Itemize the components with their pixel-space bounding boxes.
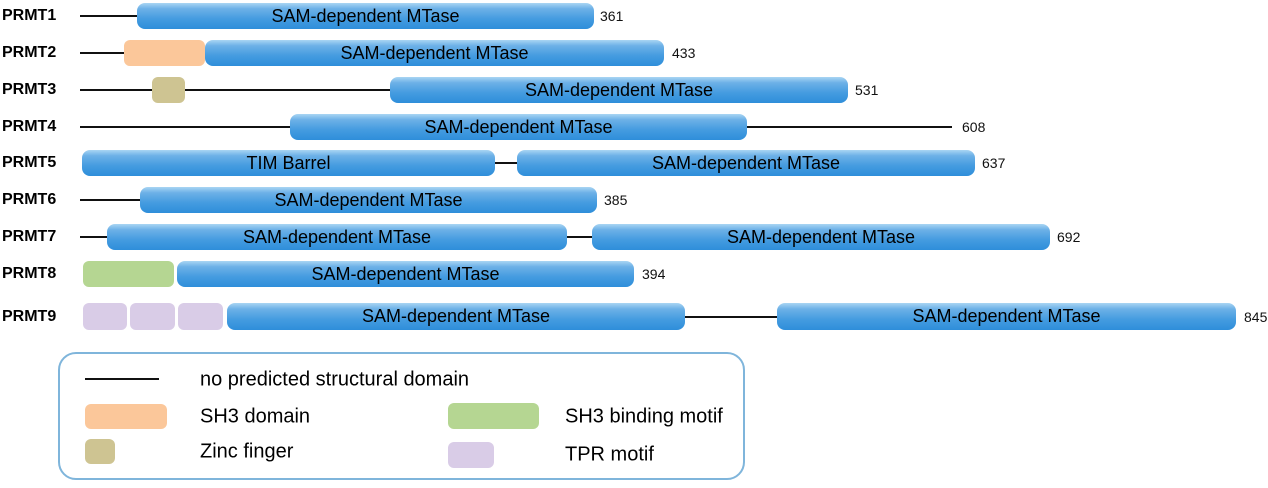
protein-label: PRMT6 <box>2 191 57 208</box>
domain-box-mtase: SAM-dependent MTase <box>205 40 664 66</box>
legend-sh3-binding-swatch <box>448 403 539 429</box>
legend-zinc-swatch <box>85 439 115 464</box>
linker-line <box>567 236 592 238</box>
domain-box-sh3-binding <box>83 261 174 287</box>
protein-label: PRMT7 <box>2 228 57 245</box>
linker-line <box>685 315 777 318</box>
legend-label-zinc: Zinc finger <box>200 440 294 463</box>
legend-tpr-swatch <box>448 442 494 468</box>
protein-label: PRMT1 <box>2 7 57 24</box>
domain-label: SAM-dependent MTase <box>271 5 460 26</box>
residue-count: 433 <box>672 45 696 61</box>
protein-label: PRMT5 <box>2 154 57 171</box>
domain-box-mtase: SAM-dependent MTase <box>592 224 1050 250</box>
linker-line <box>80 89 152 91</box>
protein-row-prmt4: PRMT4 SAM-dependent MTase 608 <box>0 114 1268 140</box>
domain-label: SAM-dependent MTase <box>242 226 432 247</box>
linker-line <box>185 89 390 91</box>
legend-box: no predicted structural domain SH3 domai… <box>58 352 745 480</box>
protein-row-prmt7: PRMT7 SAM-dependent MTase SAM-dependent … <box>0 224 1268 250</box>
domain-box-mtase: SAM-dependent MTase <box>290 114 747 140</box>
protein-label: PRMT2 <box>2 44 57 61</box>
residue-count: 361 <box>600 8 624 24</box>
domain-label: SAM-dependent MTase <box>651 152 841 173</box>
residue-count: 845 <box>1244 308 1268 325</box>
linker-line <box>80 15 137 17</box>
domain-box-tim-barrel: TIM Barrel <box>82 150 495 176</box>
domain-box-mtase: SAM-dependent MTase <box>517 150 975 176</box>
protein-row-prmt9: PRMT9 SAM-dependent MTase SAM-dependent … <box>0 303 1268 330</box>
legend-label-tpr: TPR motif <box>565 443 654 466</box>
residue-count: 637 <box>982 155 1006 171</box>
domain-box-mtase: SAM-dependent MTase <box>137 3 594 29</box>
protein-row-prmt1: PRMT1 SAM-dependent MTase 361 <box>0 3 1268 29</box>
domain-box-mtase: SAM-dependent MTase <box>107 224 567 250</box>
domain-label: SAM-dependent MTase <box>912 306 1101 326</box>
protein-row-prmt3: PRMT3 SAM-dependent MTase 531 <box>0 77 1268 103</box>
protein-row-prmt5: PRMT5 TIM Barrel SAM-dependent MTase 637 <box>0 150 1268 176</box>
residue-count: 531 <box>855 82 879 98</box>
domain-box-tpr <box>130 303 175 330</box>
domain-label: SAM-dependent MTase <box>274 189 463 210</box>
linker-line <box>80 126 290 128</box>
residue-count: 692 <box>1057 229 1081 245</box>
linker-line <box>495 162 517 164</box>
protein-label: PRMT8 <box>2 265 57 282</box>
linker-line <box>80 236 107 238</box>
linker-line <box>80 199 140 201</box>
legend-sh3-swatch <box>85 404 167 429</box>
legend-label-sh3: SH3 domain <box>200 405 311 428</box>
domain-box-mtase: SAM-dependent MTase <box>140 187 597 213</box>
domain-label: SAM-dependent MTase <box>340 42 529 63</box>
legend-label-no-domain: no predicted structural domain <box>200 368 470 391</box>
domain-box-tpr <box>83 303 127 330</box>
domain-label: TIM Barrel <box>246 152 331 173</box>
domain-box-tpr <box>178 303 223 330</box>
protein-row-prmt8: PRMT8 SAM-dependent MTase 394 <box>0 261 1268 287</box>
domain-box-mtase: SAM-dependent MTase <box>227 303 685 330</box>
legend-label-sh3-binding: SH3 binding motif <box>565 405 723 428</box>
domain-label: SAM-dependent MTase <box>424 116 613 137</box>
protein-row-prmt6: PRMT6 SAM-dependent MTase 385 <box>0 187 1268 213</box>
linker-line <box>80 52 124 54</box>
domain-label: SAM-dependent MTase <box>524 79 714 100</box>
domain-box-mtase: SAM-dependent MTase <box>777 303 1236 330</box>
domain-box-mtase: SAM-dependent MTase <box>390 77 848 103</box>
legend-line-swatch <box>85 378 159 380</box>
protein-label: PRMT4 <box>2 118 57 135</box>
domain-box-mtase: SAM-dependent MTase <box>177 261 634 287</box>
protein-label: PRMT9 <box>2 307 57 325</box>
residue-count: 385 <box>604 192 628 208</box>
protein-row-prmt2: PRMT2 SAM-dependent MTase 433 <box>0 40 1268 66</box>
residue-count: 608 <box>962 119 986 135</box>
domain-box-sh3 <box>124 40 205 66</box>
protein-label: PRMT3 <box>2 81 57 98</box>
domain-box-zinc-finger <box>152 77 185 103</box>
linker-line <box>747 126 952 128</box>
domain-label: SAM-dependent MTase <box>311 263 500 284</box>
domain-label: SAM-dependent MTase <box>726 226 916 247</box>
domain-label: SAM-dependent MTase <box>361 306 551 326</box>
residue-count: 394 <box>642 266 666 282</box>
